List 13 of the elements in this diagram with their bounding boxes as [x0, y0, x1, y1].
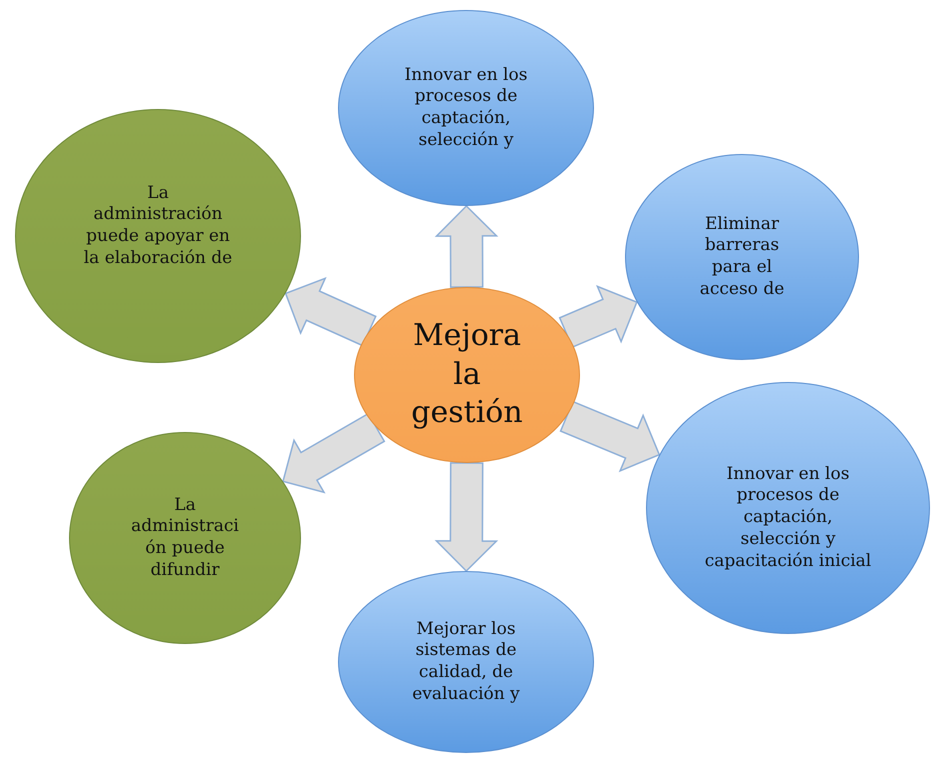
- node-text: La administración puede apoyar en la elaboración de: [83, 182, 233, 270]
- block-arrow: [434, 462, 498, 572]
- node-text: Innovar en los procesos de captación, selección y: [404, 64, 528, 152]
- block-arrow: [282, 412, 386, 494]
- block-arrow: [284, 276, 377, 347]
- node-text: Eliminar barreras para el acceso de: [698, 214, 786, 300]
- node-text: Mejora la gestión: [410, 317, 524, 432]
- block-arrow: [434, 204, 498, 288]
- node-text: Innovar en los procesos de captación, selección y capacitación inicial: [704, 464, 872, 572]
- block-arrow: [560, 400, 660, 472]
- node-text: La administraci ón puede difundir: [130, 494, 240, 582]
- block-arrow: [558, 285, 638, 348]
- node-text: Mejorar los sistemas de calidad, de evaluación y: [411, 618, 521, 706]
